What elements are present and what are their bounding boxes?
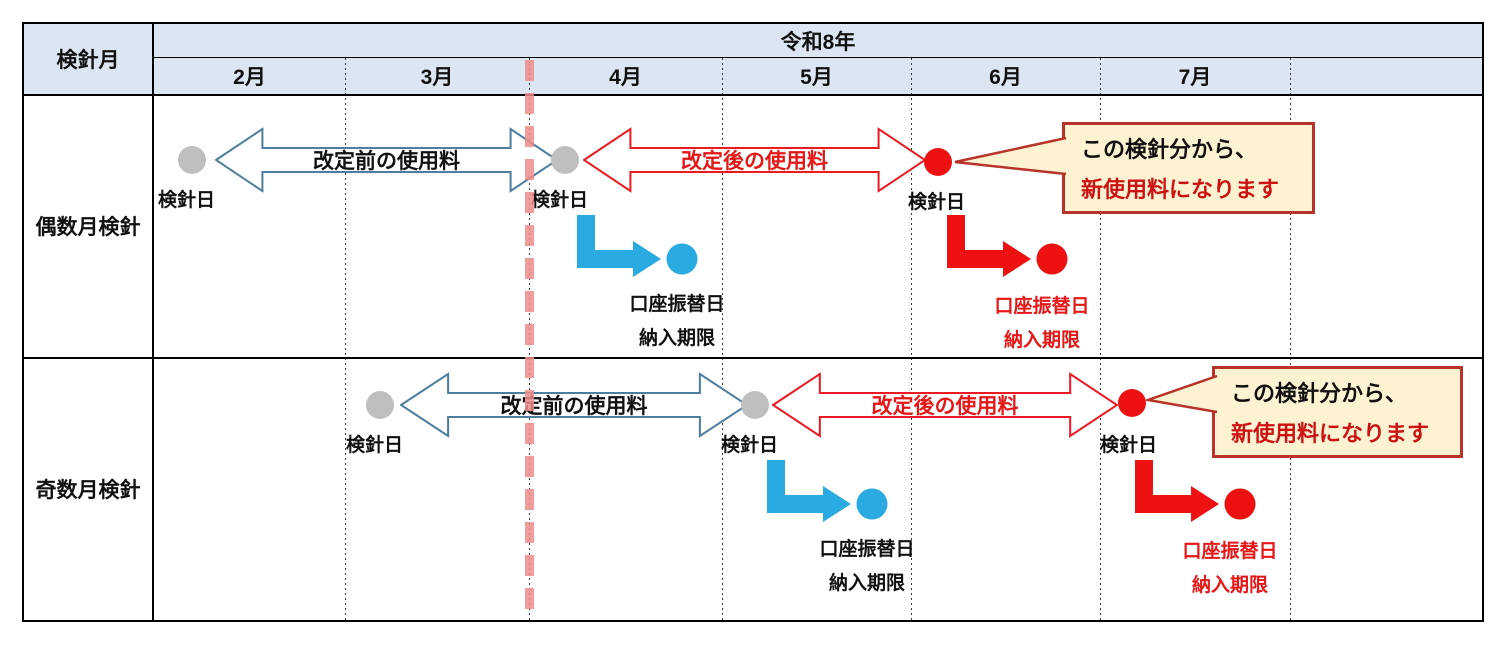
month-header-apr: 4月 (609, 66, 642, 89)
account-transfer-day-label: 口座振替日 (629, 294, 725, 315)
month-header-may: 5月 (800, 66, 833, 89)
meter-day-label: 検針日 (1100, 435, 1158, 456)
row-label-odd-months: 奇数月検針 (35, 479, 141, 502)
month-divider-line (1290, 58, 1291, 620)
rate-revision-dashed-line (525, 60, 534, 620)
payment-day-dot-red (1224, 488, 1256, 520)
account-transfer-day-label: 口座振替日 (819, 539, 915, 560)
callout-bubble-even: この検針分から、 新使用料になります (1062, 122, 1315, 214)
payment-info-block-red: 口座振替日 納入期限 (1145, 535, 1315, 603)
callout-pointer (1146, 374, 1218, 414)
payment-day-dot-cyan (666, 243, 698, 275)
payment-deadline-label: 納入期限 (638, 328, 715, 349)
payment-day-dot-cyan (856, 488, 888, 520)
payment-deadline-label: 納入期限 (1191, 575, 1268, 596)
callout-bubble-odd: この検針分から、 新使用料になります (1212, 366, 1463, 458)
callout-line1: この検針分から、 (1081, 137, 1258, 162)
month-header-mar: 3月 (420, 66, 454, 89)
meter-day-dot-apr (551, 146, 579, 174)
payment-deadline-label: 納入期限 (1003, 330, 1080, 351)
callout-line1: この検針分から、 (1231, 381, 1408, 406)
meter-day-dot-jul-new-rate (1118, 389, 1146, 417)
callout-line2: 新使用料になります (1231, 421, 1430, 446)
year-header: 令和8年 (154, 24, 1482, 57)
table-outer-border (22, 22, 1484, 622)
month-header-jun: 6月 (989, 66, 1022, 89)
meter-day-label: 検針日 (908, 192, 966, 213)
account-transfer-elbow-arrow-blue (767, 460, 888, 522)
account-transfer-elbow-arrow-red (947, 215, 1068, 277)
month-header-jul: 7月 (1178, 66, 1212, 89)
callout-pointer (954, 136, 1067, 176)
payment-deadline-label: 納入期限 (828, 573, 905, 594)
meter-day-dot-feb (178, 146, 206, 174)
month-divider-line (345, 58, 346, 620)
row-label-even-months: 偶数月検針 (35, 216, 141, 239)
after-revision-fee-arrow: 改定後の使用料 (583, 127, 926, 193)
meter-day-dot-jun-new-rate (924, 148, 952, 176)
payment-info-block-red: 口座振替日 納入期限 (957, 290, 1127, 358)
month-divider-line (1100, 58, 1101, 620)
payment-day-dot-red (1036, 243, 1068, 275)
month-header-feb: 2月 (233, 66, 266, 89)
year-band-underline (154, 57, 1482, 58)
meter-day-label: 検針日 (531, 190, 589, 211)
meter-month-column-header: 検針月 (24, 24, 152, 94)
meter-day-label: 検針日 (721, 435, 779, 456)
month-header-band: 2月 3月 4月 5月 6月 7月 (154, 58, 1482, 94)
after-revision-fee-label: 改定後の使用料 (871, 395, 1019, 418)
header-underline (22, 94, 1484, 96)
month-divider-line (911, 58, 912, 620)
account-transfer-elbow-arrow-red (1135, 460, 1256, 522)
before-revision-fee-label: 改定前の使用料 (500, 395, 648, 418)
after-revision-fee-label: 改定後の使用料 (681, 150, 828, 173)
after-revision-fee-arrow: 改定後の使用料 (772, 372, 1118, 438)
meter-day-label: 検針日 (158, 190, 216, 211)
account-transfer-day-label: 口座振替日 (994, 296, 1090, 317)
row-separator-line (22, 357, 1484, 359)
callout-line2: 新使用料になります (1081, 177, 1280, 202)
account-transfer-day-label: 口座振替日 (1182, 541, 1278, 562)
meter-day-dot-may (741, 391, 769, 419)
payment-info-block: 口座振替日 納入期限 (592, 288, 762, 356)
month-divider-line (722, 58, 723, 620)
meter-day-dot-mar (366, 391, 394, 419)
payment-info-block: 口座振替日 納入期限 (782, 533, 952, 601)
before-revision-fee-arrow: 改定前の使用料 (215, 127, 558, 193)
label-column-border (152, 22, 154, 622)
meter-day-label: 検針日 (346, 435, 404, 456)
before-revision-fee-arrow: 改定前の使用料 (400, 372, 748, 438)
account-transfer-elbow-arrow-blue (577, 215, 698, 277)
before-revision-fee-label: 改定前の使用料 (313, 150, 460, 173)
